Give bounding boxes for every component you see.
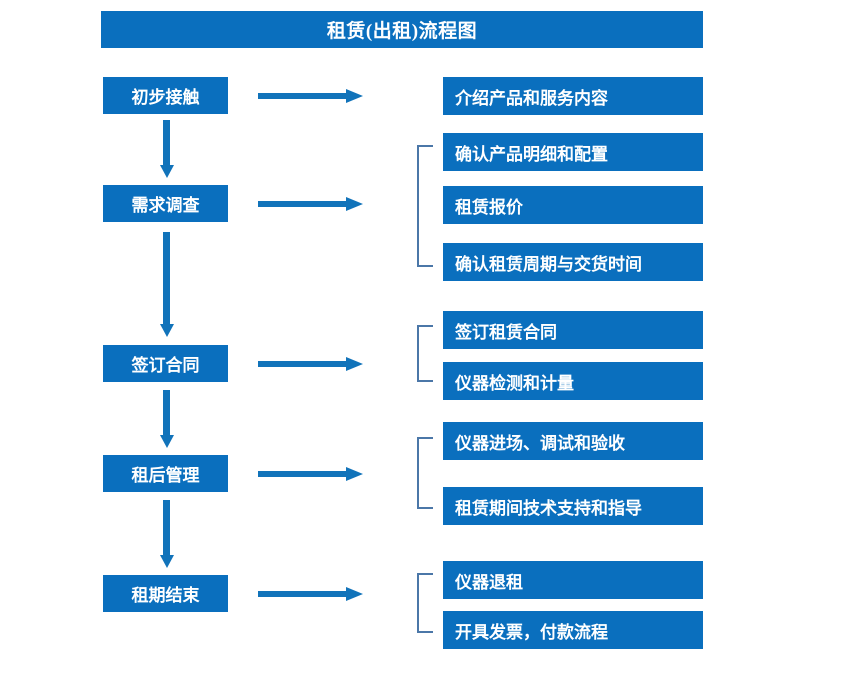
detail-box-yiqi-jinchang-tiaoshi[interactable]: 仪器进场、调试和验收 [443,422,703,460]
group-bracket-icon-2 [417,325,433,382]
arrow-down-icon-2 [158,232,176,337]
stage-box-zuqi-jieshu[interactable]: 租期结束 [103,575,228,612]
arrow-down-icon-3 [158,390,176,448]
group-bracket-icon-4 [417,573,433,633]
arrow-right-icon-3 [258,355,364,373]
detail-box-zulin-qijian-jishu-zhichi[interactable]: 租赁期间技术支持和指导 [443,487,703,525]
detail-box-queren-chanpin-mingxi[interactable]: 确认产品明细和配置 [443,133,703,171]
detail-box-zulin-baojia[interactable]: 租赁报价 [443,186,703,224]
diagram-title: 租赁(出租)流程图 [101,11,703,48]
group-bracket-icon-1 [417,145,433,267]
arrow-right-icon-1 [258,87,364,105]
arrow-right-icon-2 [258,195,364,213]
stage-box-xuqiu-diaocha[interactable]: 需求调查 [103,185,228,222]
stage-box-qianding-hetong[interactable]: 签订合同 [103,345,228,382]
detail-box-yiqi-jiance-jiliang[interactable]: 仪器检测和计量 [443,362,703,400]
detail-box-kaiju-fapiao[interactable]: 开具发票，付款流程 [443,611,703,649]
stage-box-zuhou-guanli[interactable]: 租后管理 [103,455,228,492]
stage-box-chubu-jiechu[interactable]: 初步接触 [103,77,228,114]
detail-box-queren-zulin-zhouqi[interactable]: 确认租赁周期与交货时间 [443,243,703,281]
arrow-right-icon-4 [258,465,364,483]
arrow-down-icon-4 [158,500,176,568]
arrow-down-icon-1 [158,120,176,178]
group-bracket-icon-3 [417,437,433,509]
arrow-right-icon-5 [258,585,364,603]
detail-box-jieshao-chanpin[interactable]: 介绍产品和服务内容 [443,77,703,115]
detail-box-yiqi-tuizu[interactable]: 仪器退租 [443,561,703,599]
detail-box-qianding-zulin-hetong[interactable]: 签订租赁合同 [443,311,703,349]
